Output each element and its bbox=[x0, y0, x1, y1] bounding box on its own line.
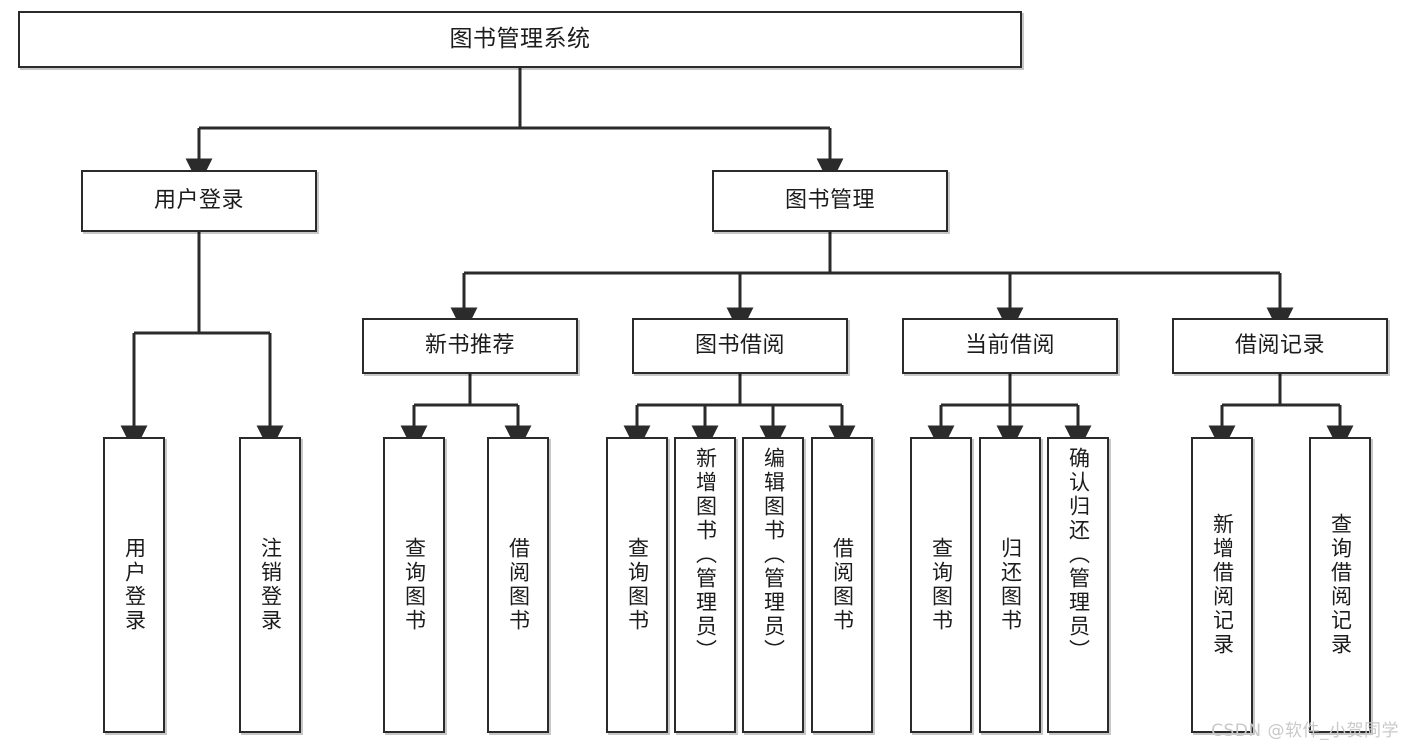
leaf-add-record-label: 新增借阅记录 bbox=[1210, 513, 1235, 657]
leaf-borrow-book-2[interactable]: 借阅图书 bbox=[811, 437, 873, 733]
node-new-book-recommend-label: 新书推荐 bbox=[424, 332, 515, 358]
leaf-logout-label: 注销登录 bbox=[258, 537, 283, 633]
node-book-borrow[interactable]: 图书借阅 bbox=[632, 318, 848, 374]
leaf-logout[interactable]: 注销登录 bbox=[239, 437, 301, 733]
node-current-borrow[interactable]: 当前借阅 bbox=[902, 318, 1118, 374]
leaf-borrow-book-1-label: 借阅图书 bbox=[506, 537, 531, 633]
node-root-label: 图书管理系统 bbox=[449, 25, 591, 52]
node-book-borrow-label: 图书借阅 bbox=[694, 332, 785, 358]
leaf-borrow-book-1[interactable]: 借阅图书 bbox=[487, 437, 549, 733]
node-borrow-record[interactable]: 借阅记录 bbox=[1172, 318, 1388, 374]
leaf-edit-book-label: 编辑图书（管理员） bbox=[761, 447, 786, 663]
node-user-login-label: 用户登录 bbox=[153, 187, 244, 213]
node-book-manage[interactable]: 图书管理 bbox=[712, 170, 948, 232]
leaf-user-login[interactable]: 用户登录 bbox=[103, 437, 165, 733]
leaf-return-book-label: 归还图书 bbox=[998, 537, 1023, 633]
node-current-borrow-label: 当前借阅 bbox=[964, 332, 1055, 358]
leaf-query-book-2-label: 查询图书 bbox=[625, 537, 650, 633]
leaf-query-record[interactable]: 查询借阅记录 bbox=[1309, 437, 1371, 733]
node-root[interactable]: 图书管理系统 bbox=[18, 11, 1022, 68]
leaf-add-book-label: 新增图书（管理员） bbox=[693, 447, 718, 663]
node-user-login[interactable]: 用户登录 bbox=[81, 170, 317, 232]
node-borrow-record-label: 借阅记录 bbox=[1234, 332, 1325, 358]
leaf-add-book[interactable]: 新增图书（管理员） bbox=[674, 437, 736, 733]
leaf-confirm-return[interactable]: 确认归还（管理员） bbox=[1047, 437, 1109, 733]
leaf-return-book[interactable]: 归还图书 bbox=[979, 437, 1041, 733]
leaf-borrow-book-2-label: 借阅图书 bbox=[830, 537, 855, 633]
leaf-query-book-3[interactable]: 查询图书 bbox=[910, 437, 972, 733]
leaf-query-record-label: 查询借阅记录 bbox=[1328, 513, 1353, 657]
leaf-edit-book[interactable]: 编辑图书（管理员） bbox=[742, 437, 804, 733]
leaf-user-login-label: 用户登录 bbox=[122, 537, 147, 633]
leaf-query-book-1-label: 查询图书 bbox=[402, 537, 427, 633]
leaf-add-record[interactable]: 新增借阅记录 bbox=[1191, 437, 1253, 733]
node-book-manage-label: 图书管理 bbox=[784, 187, 875, 213]
leaf-query-book-2[interactable]: 查询图书 bbox=[606, 437, 668, 733]
leaf-confirm-return-label: 确认归还（管理员） bbox=[1066, 447, 1091, 663]
leaf-query-book-1[interactable]: 查询图书 bbox=[383, 437, 445, 733]
leaf-query-book-3-label: 查询图书 bbox=[929, 537, 954, 633]
node-new-book-recommend[interactable]: 新书推荐 bbox=[362, 318, 578, 374]
